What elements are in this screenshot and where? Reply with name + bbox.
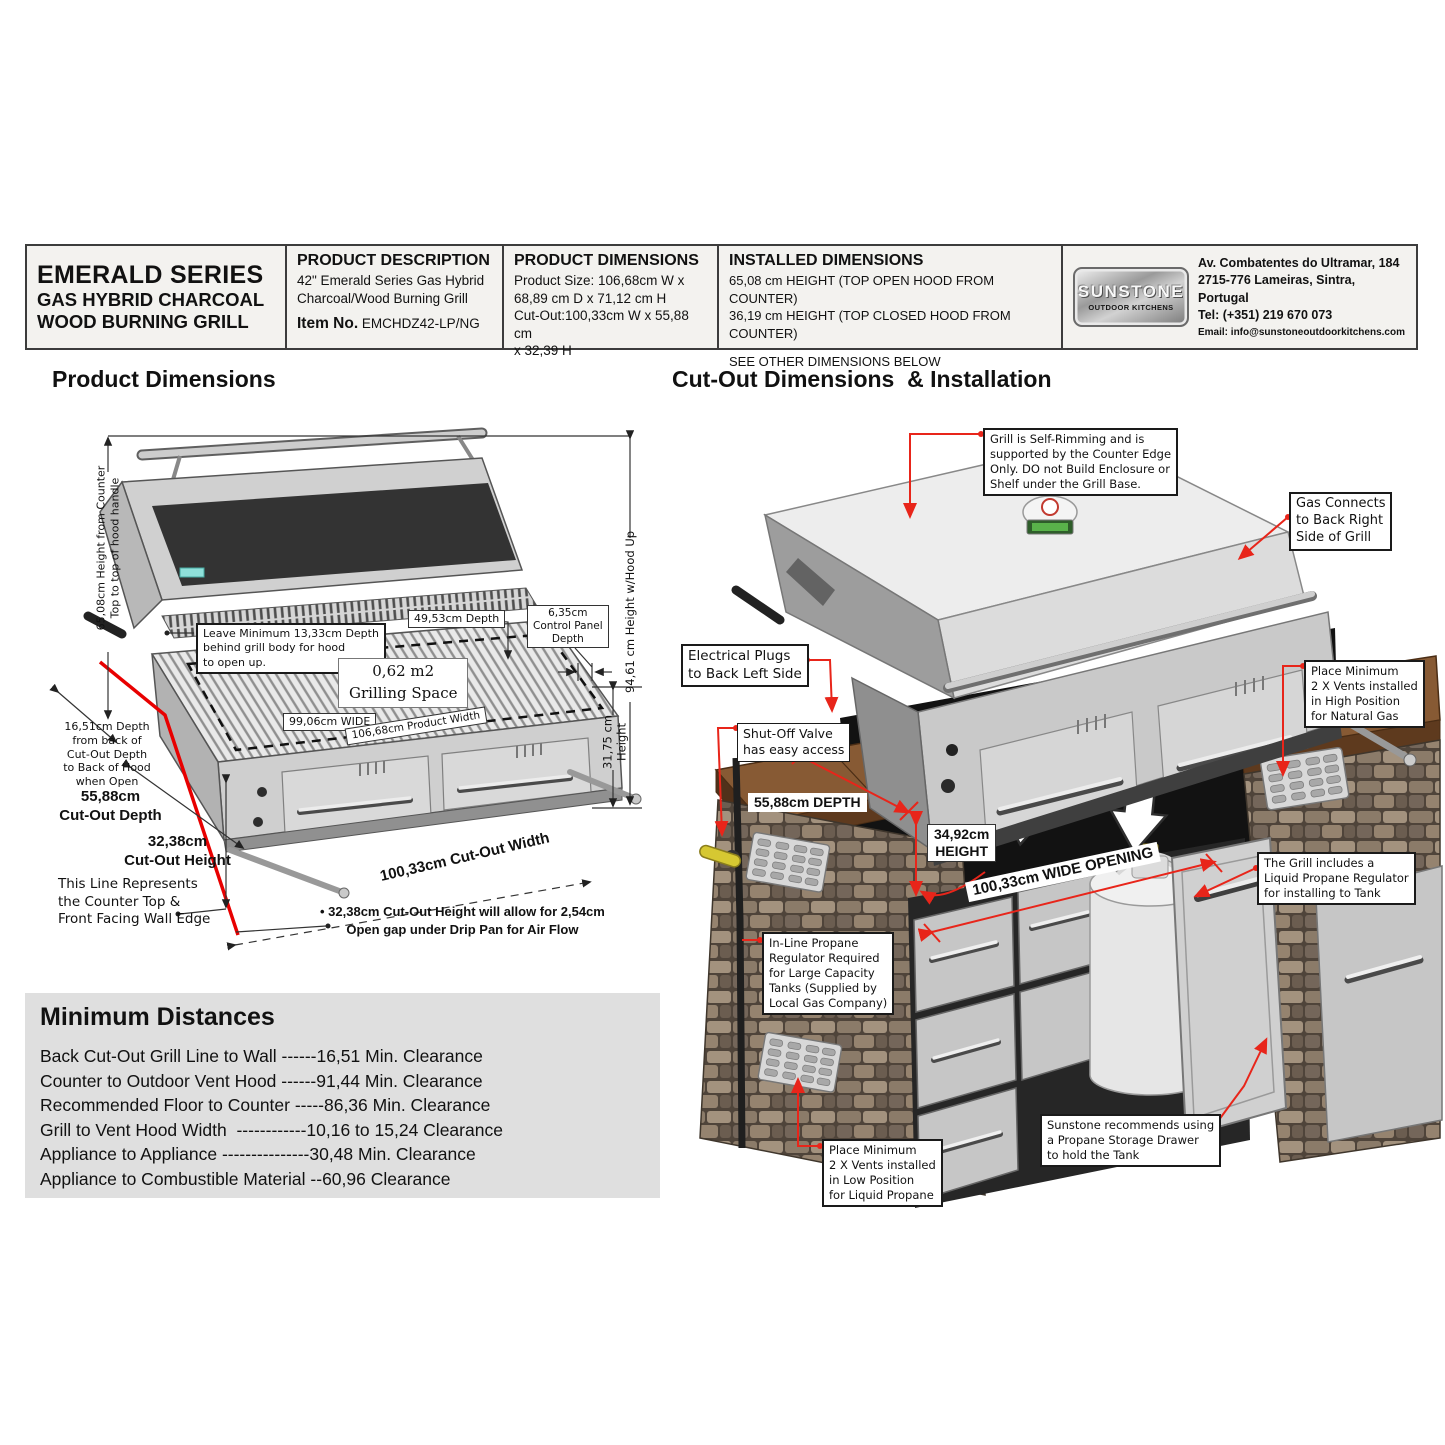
title-line2: GAS HYBRID CHARCOAL	[37, 289, 265, 311]
min-distance-row: Counter to Outdoor Vent Hood ------91,44…	[40, 1070, 483, 1091]
product-description-line1: 42" Emerald Series Gas Hybrid	[297, 273, 485, 288]
product-size-line1: Product Size: 106,68cm W x	[514, 273, 685, 288]
product-dimensions-heading: PRODUCT DIMENSIONS	[514, 252, 699, 269]
installation-diagram	[699, 431, 1443, 1208]
installed-height-open: 65,08 cm HEIGHT (TOP OPEN HOOD FROM COUN…	[729, 273, 995, 306]
installed-height-closed: 36,19 cm HEIGHT (TOP CLOSED HOOD FROM CO…	[729, 308, 1011, 341]
product-description-line2: Charcoal/Wood Burning Grill	[297, 290, 468, 306]
product-title: EMERALD SERIES GAS HYBRID CHARCOAL WOOD …	[27, 246, 285, 348]
callout-electrical-plugs: Electrical Plugs to Back Left Side	[681, 644, 809, 688]
label-height-94: 94,61 cm Height w/Hood Up	[622, 530, 637, 694]
installed-dimensions-heading: INSTALLED DIMENSIONS	[729, 252, 924, 269]
cutout-size-line1: Cut-Out:100,33cm W x 55,88 cm	[514, 308, 689, 341]
title-line3: WOOD BURNING GRILL	[37, 310, 249, 332]
left-section-heading: Product Dimensions	[52, 366, 276, 392]
address-line2: 2715-776 Lameiras, Sintra, Portugal	[1198, 273, 1356, 305]
product-size-line2: 68,89 cm D x 71,12 cm H	[514, 290, 667, 306]
min-distance-row: Back Cut-Out Grill Line to Wall ------16…	[40, 1046, 483, 1066]
label-airflow-note: • 32,38cm Cut-Out Height will allow for …	[320, 904, 605, 937]
brand-address-block: Av. Combatentes do Ultramar, 184 2715-77…	[1198, 255, 1406, 340]
item-number: Item No. EMCHDZ42-LP/NG	[297, 315, 492, 333]
label-depth-16: 16,51cm Depth from back of Cut-Out Depth…	[63, 720, 151, 788]
sunstone-logo: SUNSTONE OUTDOOR KITCHENS	[1073, 267, 1189, 327]
min-distance-row: Appliance to Appliance ---------------30…	[40, 1144, 476, 1164]
dimension-lines	[49, 430, 642, 951]
logo-tagline: OUTDOOR KITCHENS	[1088, 302, 1174, 312]
counter-edge-red-line	[98, 660, 240, 936]
minimum-distances-heading: Minimum Distances	[40, 1003, 275, 1031]
min-distance-row: Grill to Vent Hood Width ------------10,…	[40, 1119, 503, 1140]
item-number-value: EMCHDZ42-LP/NG	[361, 316, 480, 332]
installed-dimensions-column: INSTALLED DIMENSIONS 65,08 cm HEIGHT (TO…	[717, 246, 1061, 369]
header-bar: EMERALD SERIES GAS HYBRID CHARCOAL WOOD …	[25, 244, 1418, 369]
callout-gas-connects: Gas Connects to Back Right Side of Grill	[1289, 492, 1393, 551]
callout-shutoff-valve: Shut-Off Valve has easy access	[737, 723, 851, 762]
label-height-from-counter: 65,08cm Height from Counter Top to top o…	[94, 465, 121, 631]
minimum-distances-panel: Minimum Distances Back Cut-Out Grill Lin…	[25, 993, 660, 1198]
logo-wordmark: SUNSTONE	[1077, 281, 1185, 301]
label-control-panel-depth: 6,35cm Control Panel Depth	[527, 605, 609, 649]
label-depth-49: 49,53cm Depth	[408, 610, 506, 628]
label-counter-line-note: This Line Represents the Counter Top & F…	[58, 876, 211, 928]
label-depth-5588: 55,88cm DEPTH	[748, 793, 867, 812]
title-line1: EMERALD SERIES	[37, 260, 264, 289]
brand-column: SUNSTONE OUTDOOR KITCHENS Av. Combatente…	[1061, 246, 1416, 348]
product-description-column: PRODUCT DESCRIPTION 42" Emerald Series G…	[285, 246, 502, 348]
item-number-label: Item No.	[297, 315, 359, 333]
min-distance-row: Appliance to Combustible Material --60,9…	[40, 1168, 451, 1189]
shutoff-valve-lever	[699, 844, 742, 868]
callout-vents-low: Place Minimum 2 X Vents installed in Low…	[822, 1139, 943, 1207]
phone-line: Tel: (+351) 219 670 073	[1198, 308, 1333, 322]
callout-inline-regulator: In-Line Propane Regulator Required for L…	[762, 932, 895, 1015]
label-height-3492: 34,92cm HEIGHT	[927, 824, 997, 862]
callout-hood-open-clearance: Leave Minimum 13,33cm Depth behind grill…	[196, 623, 386, 674]
cutout-outline-dashed	[185, 632, 605, 752]
see-other-dimensions-note: SEE OTHER DIMENSIONS BELOW	[729, 354, 941, 370]
min-distance-row: Recommended Floor to Counter -----86,36 …	[40, 1095, 491, 1115]
product-dimensions-column: PRODUCT DIMENSIONS Product Size: 106,68c…	[502, 246, 717, 358]
label-cutout-depth: 55,88cm Cut-Out Depth	[59, 788, 162, 824]
callout-self-rimming: Grill is Self-Rimming and is supported b…	[983, 428, 1179, 496]
cutout-size-line2: x 32,39 H	[514, 343, 572, 359]
gas-shutoff-assembly	[699, 757, 746, 1149]
email-line: Email: info@sunstoneoutdoorkitchens.com	[1198, 326, 1405, 338]
product-description-heading: PRODUCT DESCRIPTION	[297, 252, 490, 269]
label-height-31: 31,75 cm Height	[600, 714, 629, 770]
address-line1: Av. Combatentes do Ultramar, 184	[1198, 255, 1400, 270]
rotisserie-handle	[83, 611, 127, 639]
label-grilling-space: 0,62 m2 Grilling Space	[338, 658, 469, 708]
knob	[257, 787, 267, 797]
label-cutout-height: 32,38cm Cut-Out Height	[124, 833, 231, 869]
knob	[253, 817, 263, 827]
callout-lp-regulator: The Grill includes a Liquid Propane Regu…	[1257, 852, 1416, 905]
callout-vents-high: Place Minimum 2 X Vents installed in Hig…	[1304, 660, 1425, 728]
right-section-heading: Cut-Out Dimensions & Installation	[672, 366, 1052, 392]
callout-storage-drawer: Sunstone recommends using a Propane Stor…	[1040, 1114, 1222, 1167]
igniter-display	[179, 567, 205, 578]
